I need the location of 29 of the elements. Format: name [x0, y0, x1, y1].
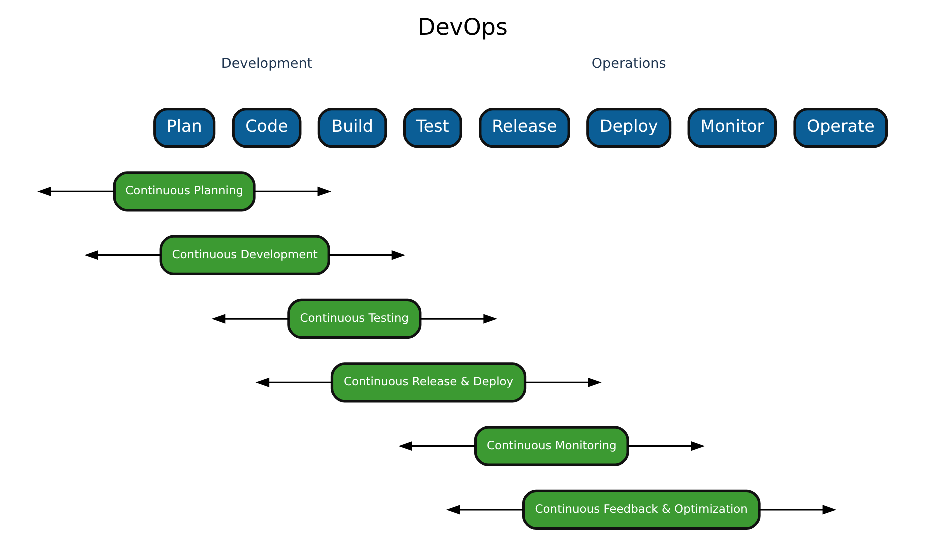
- arrow: [420, 314, 498, 324]
- arrow: [398, 442, 476, 452]
- node-box: Plan: [154, 108, 216, 148]
- node-box: Operate: [794, 108, 888, 148]
- arrow: [525, 378, 602, 388]
- node-box: Continuous Testing: [288, 298, 422, 340]
- node-box: Continuous Planning: [113, 172, 256, 212]
- arrow: [84, 250, 161, 260]
- node-box: Test: [403, 108, 462, 148]
- arrow: [212, 314, 289, 324]
- arrow: [256, 378, 332, 388]
- node-box: Code: [232, 108, 302, 148]
- arrow: [760, 505, 837, 515]
- node-box: Continuous Monitoring: [474, 426, 630, 466]
- node-box: Deploy: [586, 108, 672, 148]
- arrow: [254, 186, 332, 197]
- arrow: [628, 442, 706, 452]
- arrow: [446, 505, 524, 515]
- label: Operations: [592, 56, 666, 72]
- arrow: [38, 186, 115, 197]
- node-box: Monitor: [688, 108, 777, 148]
- diagram-title: DevOps: [418, 14, 508, 41]
- node-box: Continuous Development: [160, 235, 330, 276]
- node-box: Continuous Release & Deploy: [330, 362, 527, 403]
- node-box: Build: [318, 108, 388, 148]
- arrow: [329, 250, 406, 260]
- node-box: Continuous Feedback & Optimization: [522, 490, 761, 530]
- node-box: Release: [479, 108, 570, 148]
- label: Development: [221, 56, 313, 72]
